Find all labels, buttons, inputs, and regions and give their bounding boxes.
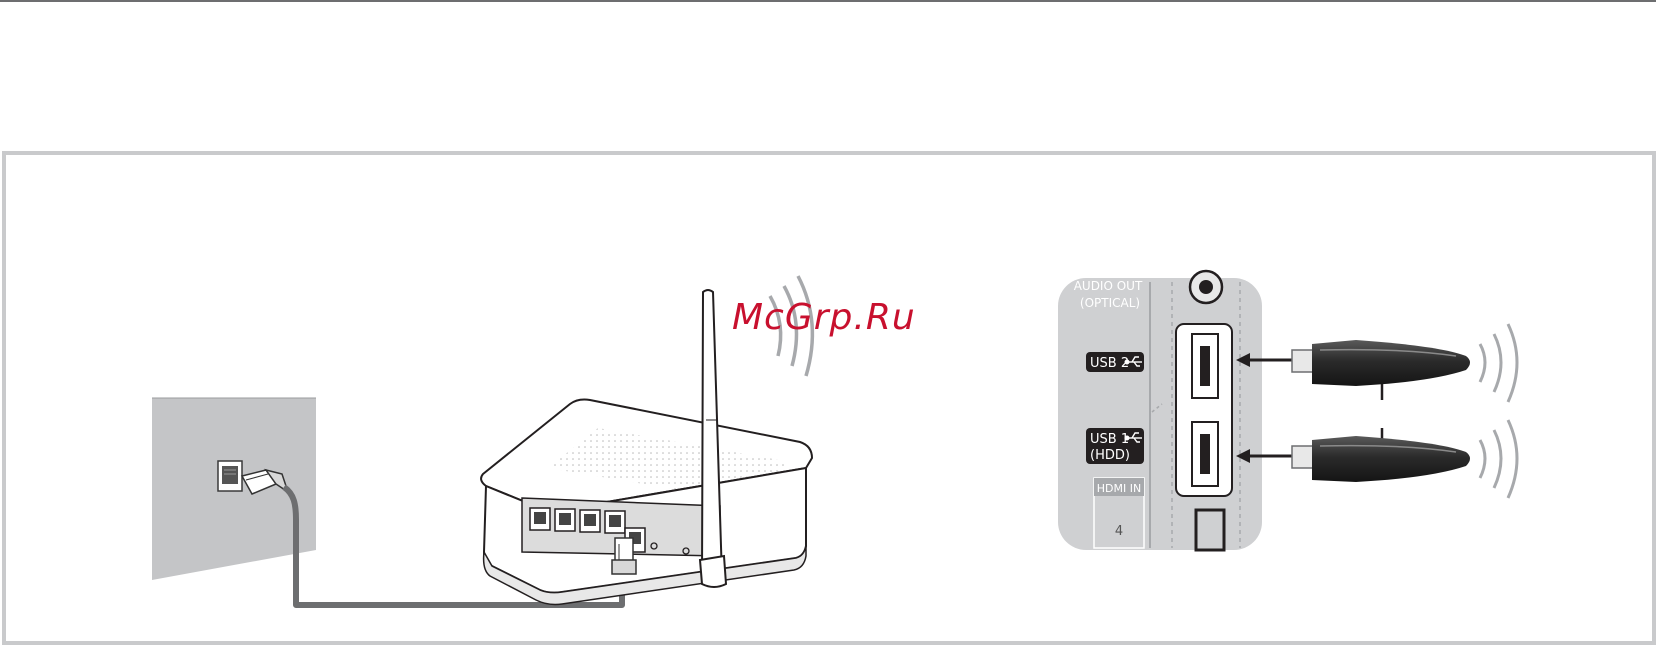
usb-port-block bbox=[1176, 324, 1232, 496]
wireless-lan-adapter-top bbox=[1292, 340, 1470, 386]
dongle-wifi-waves-icon bbox=[1480, 324, 1517, 402]
usb1-label: USB 1 bbox=[1090, 432, 1129, 447]
wireless-lan-adapter-bottom bbox=[1292, 436, 1470, 482]
usb1-label-badge: USB 1 (HDD) bbox=[1086, 428, 1144, 464]
hdmi-number: 4 bbox=[1115, 524, 1123, 539]
audio-out-label: AUDIO OUT bbox=[1074, 279, 1143, 293]
optical-port bbox=[1190, 271, 1222, 303]
hdd-label: (HDD) bbox=[1090, 448, 1130, 463]
watermark: McGrp.Ru bbox=[732, 297, 916, 338]
wall-lan-port bbox=[218, 461, 242, 491]
usb2-label: USB 2 bbox=[1090, 356, 1129, 371]
optical-label: (OPTICAL) bbox=[1080, 296, 1140, 310]
hdmi-label: HDMI IN bbox=[1097, 482, 1141, 495]
ethernet-plug-router bbox=[612, 538, 636, 574]
usb2-label-badge: USB 2 bbox=[1086, 352, 1144, 372]
dongle-wifi-waves-icon bbox=[1480, 420, 1517, 498]
router bbox=[481, 400, 812, 605]
